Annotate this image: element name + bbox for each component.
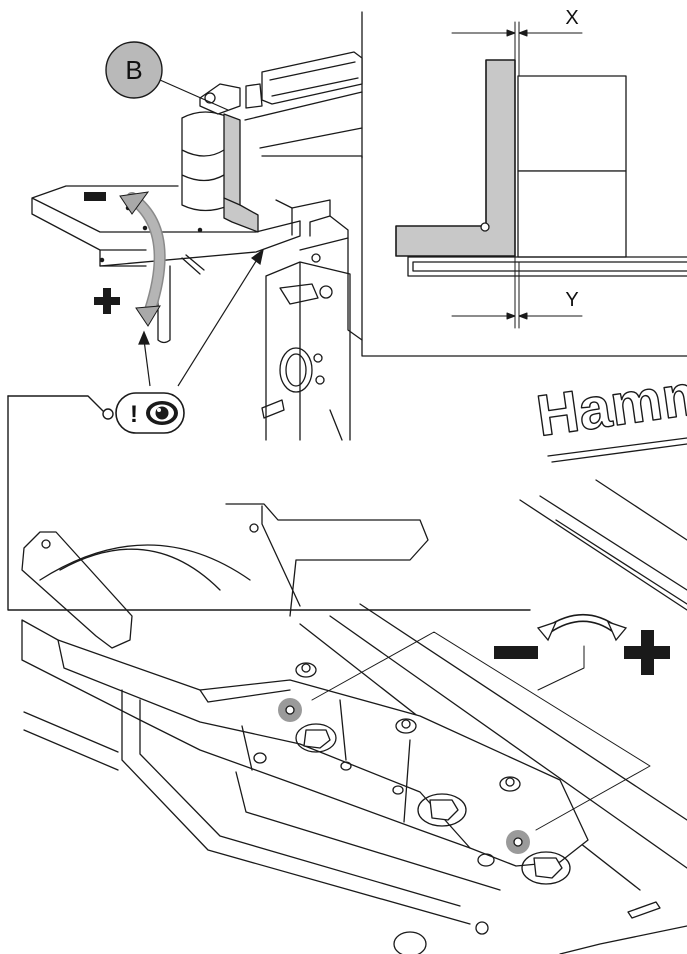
workpiece-upper [517,75,627,172]
callout-letter: B [125,55,142,85]
spindle-cylinder [181,111,231,212]
hex-bolt [253,662,571,885]
handwheel [279,347,313,393]
callout-b: B [105,41,229,111]
minus-symbol-bottom [494,646,538,659]
brand-lettering: Hamm [533,360,687,449]
gray-fence [223,113,259,233]
rotate-arrow [536,614,628,642]
fence-assembly [21,479,687,954]
attention-badge: ! [102,392,185,434]
dimension-x [451,21,583,77]
zoom-frame [7,395,105,413]
dimension-y-label: Y [565,289,578,311]
lever-arm [21,531,133,649]
fence-profile [395,59,516,257]
height-adjust-arrow [119,191,166,327]
shaper-table [31,51,363,441]
table-plate [407,256,687,277]
dimension-y [451,255,583,329]
eye-icon [146,401,178,425]
pointer-arrows [138,248,264,387]
dimension-x-label: X [565,7,578,29]
exclamation-mark: ! [130,401,138,428]
plus-symbol-bottom [624,630,670,675]
machine-housing [265,261,351,441]
workpiece-lower [517,170,627,258]
minus-symbol-top [84,192,106,201]
detail-inset [361,11,687,357]
plus-symbol-top [94,288,120,314]
